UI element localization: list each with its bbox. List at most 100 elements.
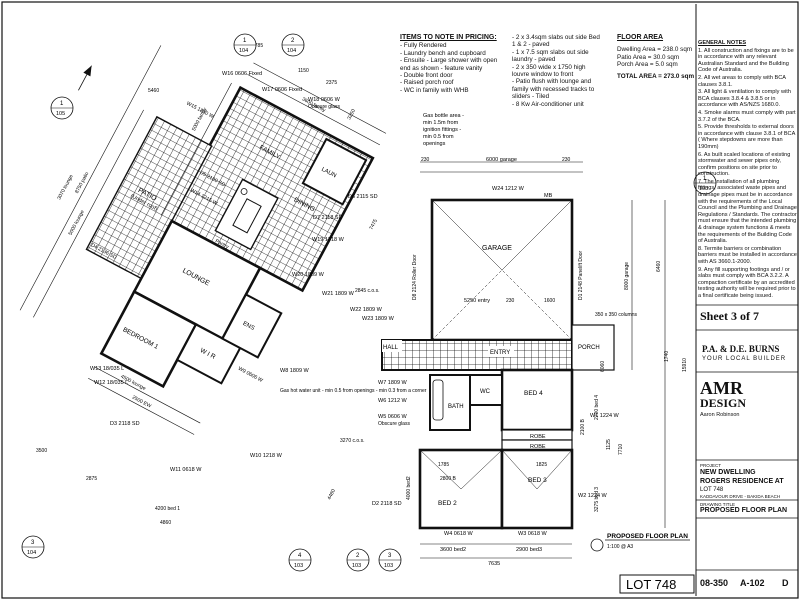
pricing-note: - WC in family with WHB xyxy=(400,86,469,94)
window-label-w9: W9 0606 W xyxy=(237,366,264,384)
dim-line xyxy=(253,62,387,134)
dim-3500: 3500 xyxy=(36,448,47,454)
pricing-notes-list-2: - 2 x 3.4sqm slabs out side Bed 1 & 2 - … xyxy=(512,34,614,108)
window-label-w18-glass: Obscure glass xyxy=(308,104,340,110)
garage-entry-dim: 5250 entry xyxy=(464,298,490,304)
window-label-w23: W23 1809 W xyxy=(362,316,395,322)
pricing-note: 1 & 2 - paved xyxy=(512,41,550,49)
dim-2700-bed4: 2700 bed 4 xyxy=(594,395,600,420)
dim-2100-b: 2100 B xyxy=(580,418,586,435)
window-label-w13: W13 18/035 L xyxy=(90,366,124,372)
dim-4200-bed1: 4200 bed 1 xyxy=(155,506,180,512)
floor-area-row: Porch Area = 5.0 sqm xyxy=(617,61,678,69)
window-label-w12: W12 18/035 L xyxy=(94,380,128,386)
dim-line xyxy=(247,74,381,146)
room-label-ensuite: ENS xyxy=(242,321,256,332)
lot-stamp-box xyxy=(619,574,695,594)
general-notes: GENERAL NOTES 1. All construction and fi… xyxy=(698,40,798,302)
room-label-bed3: BED 3 xyxy=(528,477,547,484)
door-label-d6: D6 2115 SD xyxy=(348,194,378,200)
dim-3070-lounge: 3070 lounge xyxy=(56,174,74,201)
room-label-entry: ENTRY xyxy=(490,350,510,356)
sheet-code: A-102 xyxy=(740,578,765,588)
pricing-notes-2: - 2 x 3.4sqm slabs out side Bed 1 & 2 - … xyxy=(512,34,614,108)
dim-230-c: 230 xyxy=(506,298,515,304)
door-label-d7: D7 2118 SD xyxy=(313,215,343,221)
section-marker-num: 3 xyxy=(31,540,35,546)
room-label-hall: HALL xyxy=(383,345,399,351)
bed3-roof-line xyxy=(501,449,538,490)
floor-area-row: Patio Area = 30.0 sqm xyxy=(617,53,680,61)
lot-stamp: LOT 748 xyxy=(626,577,676,592)
door-label-d2: D2 2118 SD xyxy=(372,501,402,507)
general-note: 6. As built scaled locations of existing… xyxy=(698,151,791,178)
laundry-room xyxy=(301,137,368,206)
hall-entry-tiled xyxy=(381,339,573,371)
floor-area-title: FLOOR AREA xyxy=(617,34,664,41)
pricing-note: - Double front door xyxy=(400,72,453,80)
dim-2875: 2875 xyxy=(86,476,97,482)
window-label-w5-glass: Obscure glass xyxy=(378,421,410,427)
plan-scale: 1:100 @ A3 xyxy=(607,544,633,550)
gas-bottle-note: Gas bottle area - min 1.5m from ignition… xyxy=(423,113,466,147)
sheet-number: Sheet 3 of 7 xyxy=(700,309,759,323)
right-block: 6000 garage 230 230 W24 1212 W MB GARAGE… xyxy=(372,157,688,567)
builder-name: P.A. & D.E. BURNS xyxy=(702,344,780,354)
meter-box-label: MB xyxy=(544,193,553,199)
section-marker-sheet: 103 xyxy=(699,186,708,192)
garage-roof-line xyxy=(431,269,503,341)
ensuite-room xyxy=(221,293,283,359)
dim-1740: 1740 xyxy=(664,351,670,362)
section-marker-num: 1 xyxy=(243,38,247,44)
pricing-note: - Fully Rendered xyxy=(400,42,447,50)
window-label-w3: W3 0618 W xyxy=(518,531,548,537)
dim-line xyxy=(160,82,232,216)
window-label-w8: W8 1809 W xyxy=(280,368,310,374)
dim-230-a: 230 xyxy=(421,157,430,163)
window-label-w17: W17 0606 Fixed xyxy=(262,87,302,93)
drawing-label: DRAWING TITLE xyxy=(700,502,736,507)
dim-4860: 4860 xyxy=(160,520,171,526)
section-marker-3: 1 105 xyxy=(50,96,74,120)
general-note: 3. All light & ventilation to comply wit… xyxy=(698,89,791,109)
pricing-note: louvre window to front xyxy=(512,71,574,79)
room-label-wc: WC xyxy=(480,389,491,395)
section-marker-sheet: 104 xyxy=(27,550,36,556)
residence-name: ROGERS RESIDENCE AT xyxy=(700,478,784,485)
section-marker-sheet: 105 xyxy=(56,111,65,117)
dim-15910: 15910 xyxy=(682,358,688,372)
general-note: 5. Provide thresholds to external doors … xyxy=(698,124,796,150)
dim-line xyxy=(88,377,195,435)
pricing-notes-list: - Fully Rendered - Laundry bench and cup… xyxy=(400,42,512,94)
floor-area-block: FLOOR AREA Dwelling Area = 238.0 sqm Pat… xyxy=(617,34,697,80)
section-marker-sheet: 104 xyxy=(239,48,248,54)
dim-5460: 5460 xyxy=(148,88,159,94)
room-label-porch: PORCH xyxy=(578,345,600,351)
dim-2800-b: 2800 B xyxy=(440,476,457,482)
firm-logo-text-2: DESIGN xyxy=(700,396,747,410)
hall-label-box xyxy=(382,340,402,352)
gas-bottle-note-3: ignition fittings - xyxy=(423,127,461,133)
dim-7710: 7710 xyxy=(618,444,624,455)
window-label-w2: W2 1224 W xyxy=(578,493,608,499)
section-marker-sheet: 103 xyxy=(294,563,303,569)
window-label-w5: W5 0606 W xyxy=(378,414,408,420)
garage-roof-line xyxy=(501,199,573,271)
section-marker-1: 1 104 xyxy=(233,33,257,57)
dim-3250: 3250 xyxy=(346,108,357,121)
gas-bottle-note-4: min 0.5 from xyxy=(423,134,454,140)
window-label-w10: W10 1218 W xyxy=(250,453,283,459)
general-note: 9. Any fill supporting footings and / or… xyxy=(698,266,796,299)
general-notes-title: GENERAL NOTES xyxy=(698,40,747,46)
gas-hw-note-text: Gas hot water unit - min 0.5 from openin… xyxy=(280,388,427,394)
builder-subtitle: YOUR LOCAL BUILDER xyxy=(702,356,787,362)
section-marker-num: 2 xyxy=(356,553,360,559)
plan-title: PROPOSED FLOOR PLAN xyxy=(607,533,688,540)
dim-2845-cos: 2845 c.o.s. xyxy=(355,288,379,294)
general-note: 2. All wet areas to comply with BCA clau… xyxy=(698,74,786,88)
dim-line xyxy=(33,109,144,318)
window-label-w11: W11 0618 W xyxy=(170,467,202,473)
window-label-w24: W24 1212 W xyxy=(492,186,525,192)
dim-line xyxy=(94,366,201,424)
